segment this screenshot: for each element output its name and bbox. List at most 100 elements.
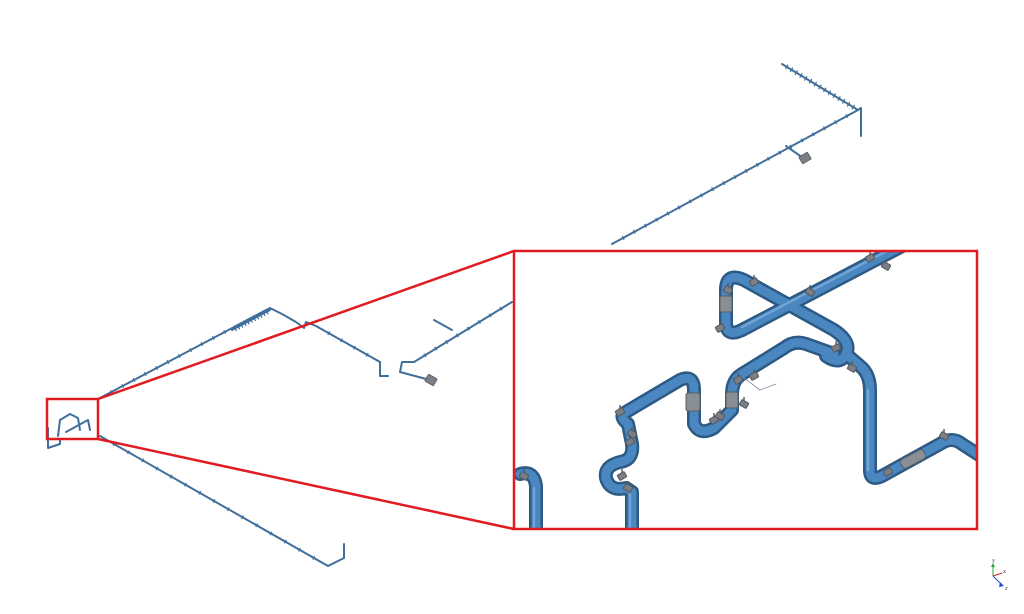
pipe-support-ticks <box>109 64 856 560</box>
flange-body <box>748 277 760 287</box>
pipe-support-tick <box>818 84 822 90</box>
pipe-support-tick <box>794 70 799 76</box>
pipe-support-tick <box>488 313 492 318</box>
pipe-support-tick <box>121 383 125 389</box>
pipe-support-tick <box>621 235 625 240</box>
pipe-support-tick <box>688 199 692 204</box>
flange-body <box>722 285 734 295</box>
zoom-expansion-joint-2 <box>725 391 739 409</box>
pipe-stub-middle <box>433 319 453 331</box>
pipe-support-tick <box>803 75 808 81</box>
pipe-support-tick <box>212 498 216 504</box>
flange-icon <box>518 469 530 481</box>
pipe-support-tick <box>499 306 503 311</box>
callout-line-bottom <box>97 437 515 531</box>
pipe-support-tick <box>226 507 230 512</box>
pipe-support-tick <box>837 96 841 101</box>
flange-icon <box>732 373 744 385</box>
pipe-support-tick <box>166 359 170 365</box>
pipe-support-tick <box>778 150 782 155</box>
pipe-support-tick <box>744 168 748 173</box>
pipe-support-tick <box>240 515 245 520</box>
flange-body <box>616 471 628 481</box>
flange-body <box>864 253 876 263</box>
pipe-support-tick <box>340 338 344 343</box>
flange-icon <box>714 409 726 421</box>
pipe-support-tick <box>223 329 227 335</box>
pipe-support-tick <box>189 347 193 353</box>
callout-line-top <box>97 249 515 401</box>
pipe-support-tick <box>365 352 369 357</box>
pipe-support-tick <box>155 466 159 471</box>
pipe-support-tick <box>239 322 244 328</box>
flange-body <box>748 371 760 381</box>
zoom-detail-panel[interactable] <box>512 241 990 540</box>
coordinate-axes-icon[interactable]: y x z <box>991 558 1008 592</box>
pipe-support-tick <box>832 93 837 99</box>
flange-icon <box>938 429 950 441</box>
flange-body <box>938 431 950 441</box>
pipe-support-tick <box>126 450 131 455</box>
pipe-run-main-upper <box>781 63 862 137</box>
pipe-support-tick <box>258 312 263 318</box>
pipe-support-tick <box>655 217 659 222</box>
pipe-support-tick <box>789 144 793 149</box>
flange-icon <box>614 405 626 417</box>
pipe-support-tick <box>423 353 427 358</box>
flange-icon <box>748 369 760 381</box>
zoom-expansion-joint-1 <box>685 392 701 412</box>
pipe-support-tick <box>755 162 759 167</box>
pipe-support-tick <box>141 458 145 463</box>
pipe-support-tick <box>632 229 636 234</box>
pipe-support-tick <box>808 78 813 84</box>
flange-icon <box>830 341 842 353</box>
flange-body <box>624 437 636 447</box>
flange-body <box>622 483 634 493</box>
flange-icon <box>748 275 760 287</box>
pipe-support-tick <box>711 187 715 192</box>
flange-icon <box>738 397 750 409</box>
flange-body <box>882 467 894 477</box>
pipe-support-tick <box>811 132 815 137</box>
pipe-support-tick <box>722 181 726 186</box>
flange-body <box>830 343 842 353</box>
pipe-support-tick <box>211 335 215 341</box>
callout-source-box <box>45 397 100 441</box>
zoom-expansion-joint-4 <box>719 295 733 313</box>
pipe-support-tick <box>198 490 202 495</box>
axis-z-label: z <box>1005 586 1008 592</box>
pipe-run-middle <box>399 301 513 381</box>
pipe-support-tick <box>834 120 838 125</box>
pipe-support-tick <box>445 339 449 345</box>
pipe-support-tick <box>845 114 849 119</box>
pipe-run-left <box>99 307 389 399</box>
pipe-support-tick <box>297 547 302 552</box>
pipe-run-lower <box>99 435 345 567</box>
pipe-support-tick <box>800 138 804 143</box>
pipe-support-tick <box>236 323 241 330</box>
pipe-support-tick <box>245 318 250 325</box>
pipe-support-tick <box>822 87 827 93</box>
zoom-expansion-joint-3 <box>899 449 927 469</box>
axis-z-arrow <box>999 582 1004 587</box>
flange-body <box>732 375 744 385</box>
pipe-support-tick <box>434 346 438 351</box>
pipe-support-tick <box>666 211 670 216</box>
flange-icon <box>882 465 894 477</box>
zoom-support-wire <box>743 377 777 391</box>
pipe-support-tick <box>283 539 287 544</box>
axis-y-arrow <box>991 563 995 567</box>
pipe-support-tick <box>477 319 481 325</box>
flange-body <box>846 363 858 373</box>
pipe-support-tick <box>789 67 794 73</box>
pipe-support-tick <box>252 315 257 322</box>
axis-y-label: y <box>992 558 995 564</box>
pipe-support-tick <box>767 156 771 161</box>
pipe-support-tick <box>644 223 648 228</box>
pipe-support-tick <box>132 377 136 383</box>
flange-body <box>614 407 626 417</box>
pipe-support-tick <box>177 353 181 359</box>
flange-icon <box>846 361 858 373</box>
pipe-support-tick <box>261 310 266 317</box>
